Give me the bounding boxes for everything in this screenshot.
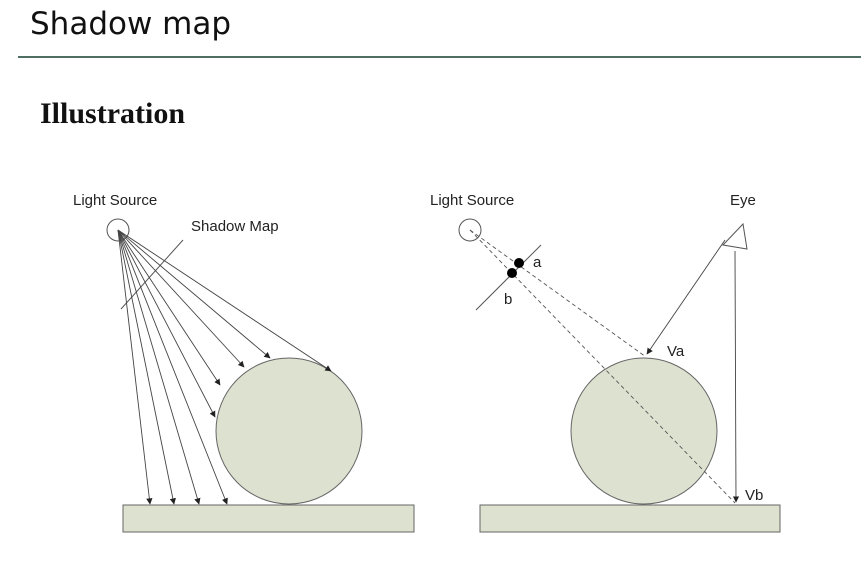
point-a-label: a <box>533 254 542 271</box>
left-sphere <box>215 357 363 505</box>
light-ray <box>117 229 332 372</box>
light-rays <box>117 229 332 505</box>
left-diagram: Light Source Shadow Map <box>73 192 415 533</box>
slide-title: Shadow map <box>30 6 232 42</box>
light-ray <box>117 229 201 505</box>
vb-label: Vb <box>745 487 763 504</box>
light-ray <box>117 229 176 505</box>
shadow-map-plane <box>120 239 184 310</box>
right-diagram: Light Source Eye a b Va Vb <box>430 192 781 533</box>
right-shadow-map-plane <box>475 244 542 311</box>
point-b <box>507 268 517 278</box>
eye-icon <box>721 222 748 250</box>
light-ray <box>117 229 221 386</box>
light-ray <box>117 229 216 418</box>
title-divider <box>18 56 861 58</box>
va-label: Va <box>667 343 685 360</box>
light-ray-to-va <box>469 229 647 358</box>
shadow-map-label: Shadow Map <box>191 218 279 235</box>
light-ray <box>117 229 153 505</box>
eye-label: Eye <box>730 192 756 209</box>
left-light-source-label: Light Source <box>73 192 157 209</box>
eye-ray-to-va <box>646 239 726 355</box>
point-b-label: b <box>504 291 512 308</box>
point-a <box>514 258 524 268</box>
right-sphere <box>570 357 718 505</box>
light-ray <box>117 229 271 359</box>
right-light-source-label: Light Source <box>430 192 514 209</box>
light-ray <box>117 229 228 505</box>
left-ground-plane <box>122 504 415 533</box>
section-heading: Illustration <box>40 97 186 130</box>
light-ray <box>117 229 245 368</box>
eye-ray-to-vb <box>732 250 740 503</box>
right-ground-plane <box>479 504 781 533</box>
